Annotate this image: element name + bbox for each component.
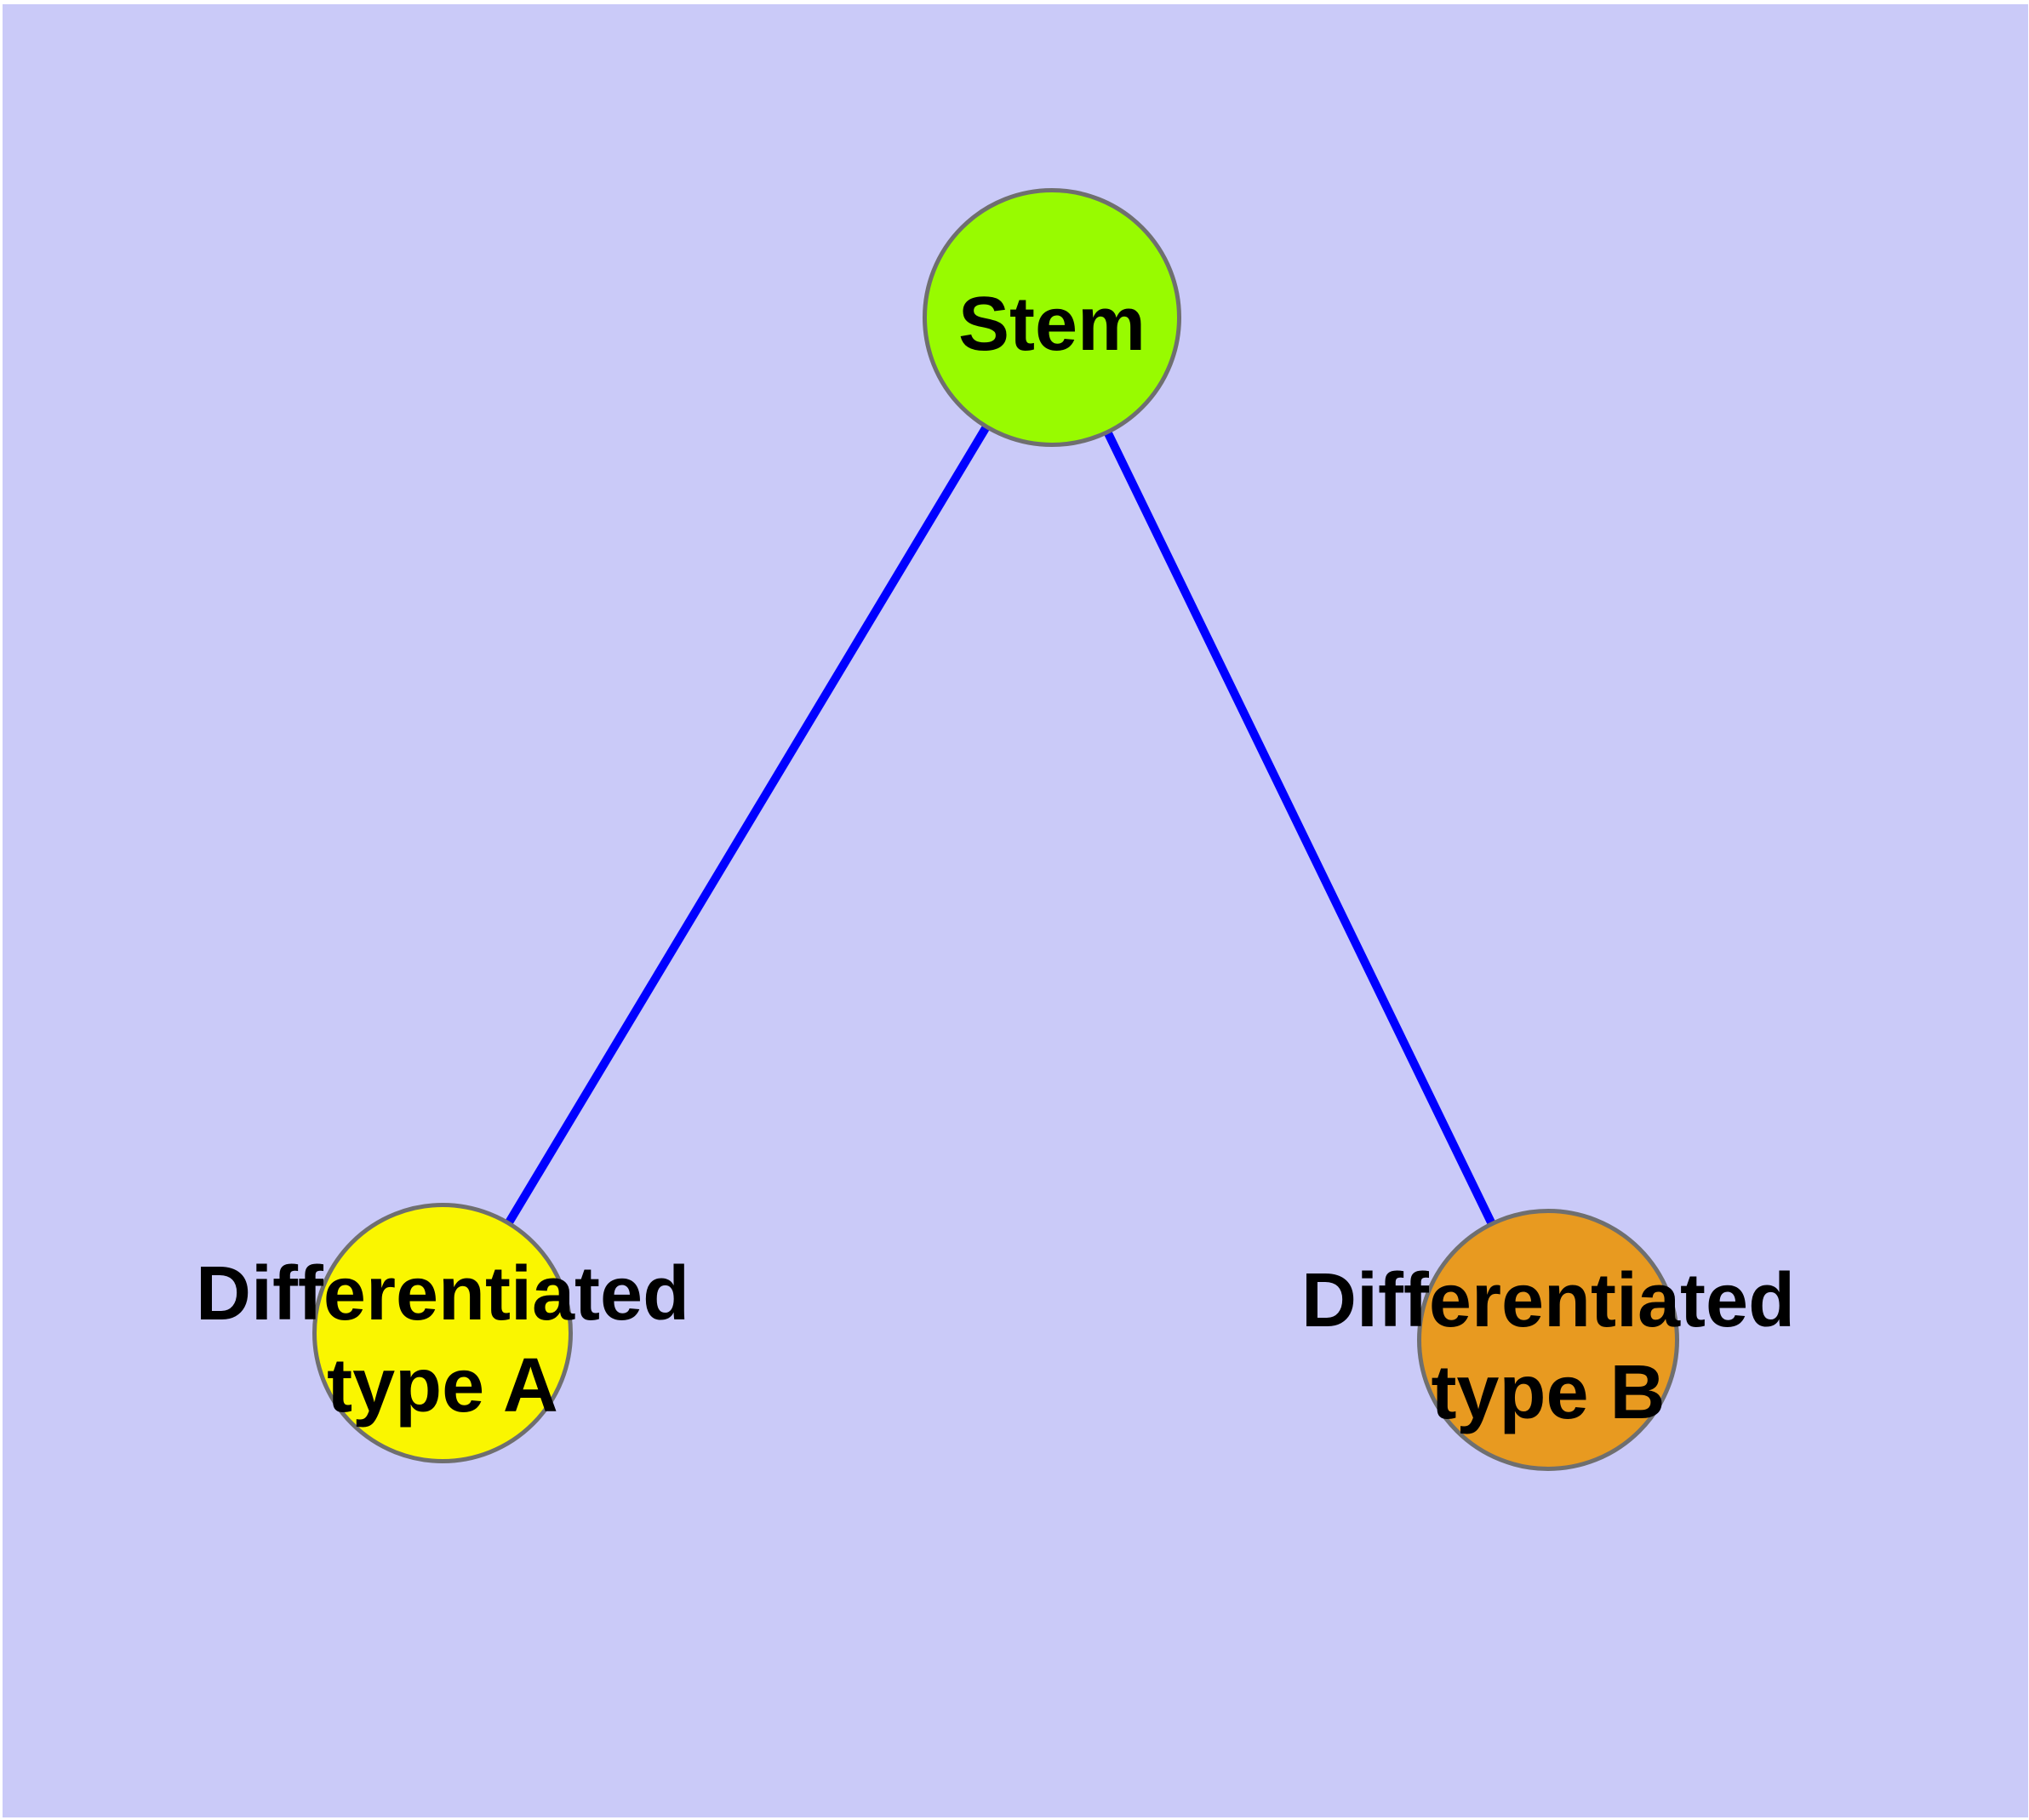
edge-stem-diff-a (438, 315, 1056, 1336)
node-diff-a (312, 1203, 573, 1463)
node-diff-b (1417, 1209, 1679, 1471)
node-diff-b-label: Differentiated type B (1300, 1258, 1796, 1435)
node-stem (923, 188, 1181, 447)
node-diff-a-label: Differentiated type A (195, 1251, 690, 1428)
node-stem-label: Stem (957, 282, 1146, 367)
edge-stem-diff-b (1048, 315, 1552, 1342)
